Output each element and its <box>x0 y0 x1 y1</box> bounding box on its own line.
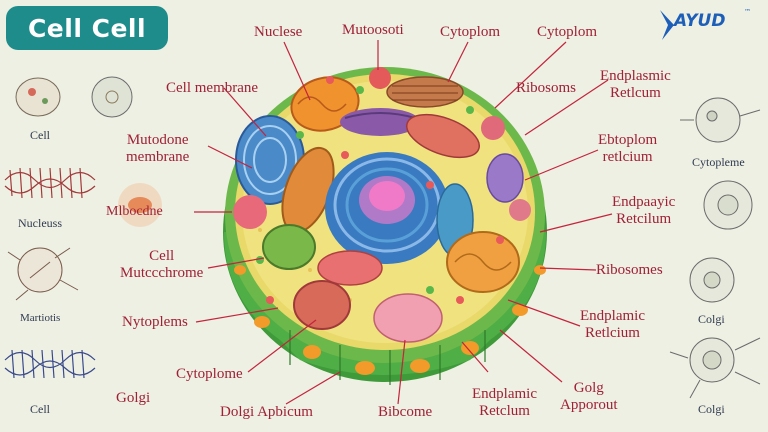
label-mutodone-line1: Mutodone <box>126 132 189 148</box>
title-text: Cell Cell <box>27 13 147 43</box>
label-ribosomes: Ribosomes <box>596 262 663 278</box>
organelles <box>233 67 531 343</box>
label-mutoosoti: Mutoosoti <box>342 22 404 38</box>
leader-lines <box>194 40 613 405</box>
label-mutodone-line2: membrane <box>126 149 190 165</box>
side-cell-illustration-right <box>669 97 761 399</box>
side-label-left-cell-1: Cell <box>30 128 50 142</box>
side-mitochondria-illustration-left <box>118 183 162 227</box>
label-endplamic-2-line1: Endplamic <box>580 308 645 324</box>
side-label-right-cytopleme: Cytopleme <box>692 155 745 169</box>
label-cytoplom-b: Cytoplom <box>537 24 598 40</box>
label-endpaayic-line2: Retcilum <box>616 211 672 227</box>
label-golgi: Golgi <box>116 390 151 406</box>
label-cell-membrane: Cell membrane <box>166 80 259 96</box>
side-nucleus-illustration <box>4 167 96 199</box>
side-label-left-nucleuss: Nucleuss <box>18 216 62 230</box>
label-dolgi-apbicum: Dolgi Apbicum <box>220 404 313 420</box>
label-endplamic-retlcium: Endplamic Retlcium <box>580 308 645 342</box>
label-cytoplom-a: Cytoplom <box>440 24 501 40</box>
label-nytoplems: Nytoplems <box>122 314 188 330</box>
label-endpaayic-line1: Endpaayic <box>612 194 676 210</box>
label-nuclese: Nuclese <box>254 24 303 40</box>
logo-text: AYUD <box>674 11 726 31</box>
label-endplamic-3-line1: Endplamic <box>472 386 537 402</box>
label-endpaayic-retcilum: Endpaayic Retcilum <box>612 194 675 228</box>
label-ebtoplom-retlcium: Ebtoplom retlcium <box>598 132 657 166</box>
label-cytoplome: Cytoplome <box>176 366 243 382</box>
logo-trademark: ™ <box>744 8 751 16</box>
label-bibcome: Bibcome <box>378 404 433 420</box>
label-endplasmic-1-line1: Endplasmic <box>600 68 671 84</box>
label-golg-line2: Apporout <box>560 397 618 413</box>
side-label-right-colgi-1: Colgi <box>698 312 725 326</box>
label-cell-mutccchrome: Cell Mutccchrome <box>120 248 203 282</box>
label-cell-mutcc-line1: Cell <box>149 248 175 264</box>
label-cell-mutcc-line2: Mutccchrome <box>120 265 204 281</box>
side-chromosome-illustration <box>4 349 96 379</box>
label-golg-apporout: Golg Apporout <box>560 380 618 414</box>
label-ebtoplom-line1: Ebtoplom <box>598 132 658 148</box>
side-label-left-martiotis: Martiotis <box>20 312 61 324</box>
label-golg-line1: Golg <box>573 380 604 396</box>
label-endplamic-3-line2: Retclum <box>479 403 530 419</box>
label-ribosoms: Ribosoms <box>516 80 577 96</box>
label-mutodone-membrane: Mutodone membrane <box>126 132 189 166</box>
label-endplamic-2-line2: Retlcium <box>584 325 640 341</box>
label-endplasmic-1: Endplasmic Retlcum <box>600 68 671 102</box>
side-label-left-cell-2: Cell <box>30 402 50 416</box>
ayud-logo-icon <box>660 10 674 40</box>
side-neuron-illustration <box>7 247 79 301</box>
label-ebtoplom-line2: retlcium <box>602 149 653 165</box>
label-endplasmic-1-line2: Retlcum <box>610 85 661 101</box>
side-cell-illustration-left-1 <box>15 76 133 118</box>
label-endplamic-retclum: Endplamic Retclum <box>472 386 537 420</box>
side-label-right-colgi-2: Colgi <box>698 402 725 416</box>
label-mibocdne: Mlbocdne <box>106 204 163 219</box>
title-badge: Cell Cell <box>6 6 168 50</box>
